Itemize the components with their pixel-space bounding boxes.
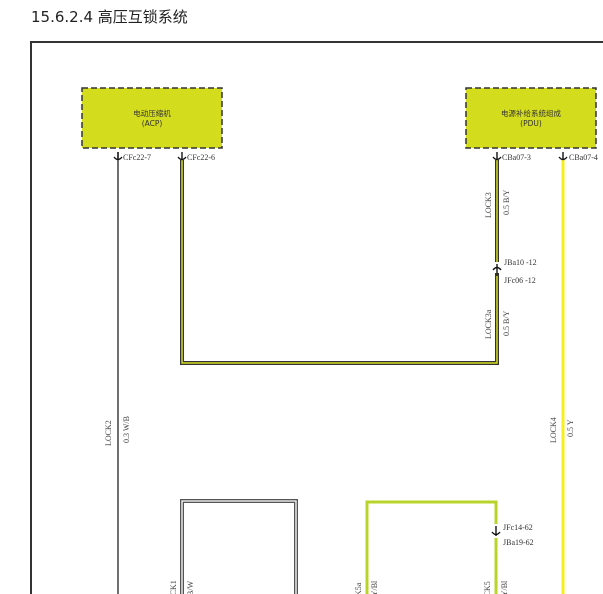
wire-id-lock5: LOCK5 bbox=[483, 581, 492, 594]
junction-label: JBa10 -12 bbox=[504, 258, 537, 267]
section-title: 15.6.2.4 高压互锁系统 bbox=[31, 8, 188, 26]
connector-pin-icon bbox=[558, 152, 568, 161]
junction-label: JFc14-62 bbox=[503, 523, 533, 532]
pin-label: CFc22-6 bbox=[187, 153, 215, 162]
wire-spec-lock1: 0.5 B/W bbox=[186, 580, 195, 594]
junction-label: JFc06 -12 bbox=[504, 276, 536, 285]
wire-id-lock3: LOCK3 bbox=[484, 192, 493, 218]
wire-spec-lock2: 0.3 W/B bbox=[122, 416, 131, 443]
connector-pin-icon bbox=[177, 152, 187, 161]
component-pdu[interactable]: 电源补给系统组成 (PDU) bbox=[465, 87, 597, 149]
junction-label: JBa19-62 bbox=[503, 538, 534, 547]
acp-code: (ACP) bbox=[142, 119, 163, 128]
wire-spec-lock5: 0.5 Y/Bl bbox=[500, 580, 509, 594]
pdu-code: (PDU) bbox=[520, 119, 542, 128]
wire-spec-lock3: 0.5 B/Y bbox=[502, 189, 511, 215]
connector-pin-icon bbox=[492, 152, 502, 161]
pin-label: CFc22-7 bbox=[123, 153, 151, 162]
junction-connector-icon bbox=[491, 526, 501, 536]
wire-id-lock4: LOCK4 bbox=[549, 417, 558, 443]
pdu-name: 电源补给系统组成 bbox=[501, 108, 561, 118]
wire-id-lock1: LOCK1 bbox=[169, 580, 178, 594]
junction-connector-icon bbox=[492, 264, 502, 276]
wire-spec-lock3a: 0.5 B/Y bbox=[502, 310, 511, 336]
component-acp[interactable]: 电动压缩机 (ACP) bbox=[81, 87, 223, 149]
wire-lock5[interactable] bbox=[365, 500, 498, 594]
wire-lock1[interactable] bbox=[180, 499, 298, 594]
pin-label: CBa07-3 bbox=[502, 153, 531, 162]
wire-lock3[interactable] bbox=[180, 160, 499, 365]
wire-spec-lock5a: 0.5 Y/Bl bbox=[370, 580, 379, 594]
wire-id-lock3a: LOCK3a bbox=[484, 309, 493, 339]
wire-spec-lock4: 0.5 Y bbox=[566, 419, 575, 437]
pin-label: CBa07-4 bbox=[569, 153, 598, 162]
wire-id-lock2: LOCK2 bbox=[104, 420, 113, 446]
connector-pin-icon bbox=[113, 152, 123, 161]
wire-id-lock5a: LOCK5a bbox=[354, 582, 363, 594]
acp-name: 电动压缩机 bbox=[133, 108, 171, 118]
diagram-frame bbox=[30, 41, 603, 594]
